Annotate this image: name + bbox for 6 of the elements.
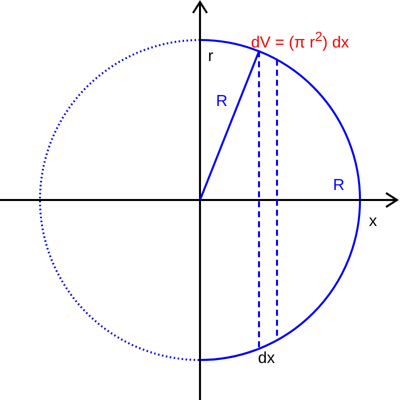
radius-label: r	[208, 48, 214, 66]
radius-label: R	[216, 93, 228, 111]
axis-label: x	[369, 213, 377, 231]
volume-formula: dV = (π r$^{2}$) dx	[251, 28, 350, 52]
radius-label: R	[333, 177, 345, 195]
width-label: dx	[258, 350, 275, 368]
